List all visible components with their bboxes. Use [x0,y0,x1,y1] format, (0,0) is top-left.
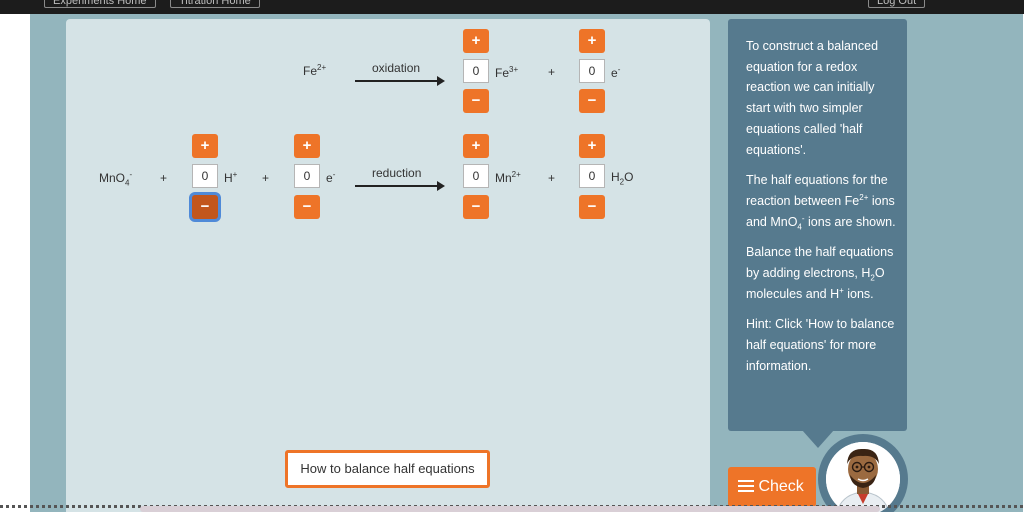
plus-sign: + [548,171,556,185]
mn-plus-button[interactable]: + [463,134,489,158]
mno4-reactant: MnO4- [99,170,133,188]
fe3-minus-button[interactable]: − [463,89,489,113]
mn2-product: Mn2+ [495,170,521,185]
speech-bubble-tail [802,430,834,448]
hint-text: Hint: Click 'How to balance half equatio… [746,317,895,373]
oxidation-arrow [355,76,445,86]
water-count: 0 [579,164,605,188]
fe3-count: 0 [463,59,489,83]
check-label: Check [758,478,804,495]
scientist-icon [826,442,900,512]
horizontal-scrollbar[interactable] [140,506,880,512]
plus-sign: + [548,65,556,79]
h-plus-button[interactable]: + [192,134,218,158]
task-text: Balance the half equations by adding ele… [746,245,894,301]
electron-ox-product: e- [611,65,621,80]
electron-red-minus-button[interactable]: − [294,195,320,219]
list-icon [738,480,754,492]
h-minus-button[interactable]: − [192,195,218,219]
check-button[interactable]: Check [728,467,816,507]
electron-ox-plus-button[interactable]: + [579,29,605,53]
water-minus-button[interactable]: − [579,195,605,219]
avatar-portrait [826,442,900,512]
water-plus-button[interactable]: + [579,134,605,158]
h-ion: H+ [224,170,238,185]
reduction-label: reduction [372,166,422,180]
plus-sign: + [160,171,168,185]
experiments-home-button[interactable]: Experiments Home [44,0,156,8]
intro-text: To construct a balanced equation for a r… [746,39,879,157]
electron-ox-count: 0 [579,59,605,83]
mn-minus-button[interactable]: − [463,195,489,219]
reduction-arrow [355,181,445,191]
half-equations-text: The half equations for the reaction betw… [746,173,896,232]
top-nav-bar: Experiments Home Titration Home Log Out [0,0,1024,14]
instructions-panel: To construct a balanced equation for a r… [728,19,907,431]
water-product: H2O [611,170,634,187]
electron-ox-minus-button[interactable]: − [579,89,605,113]
fe3-plus-button[interactable]: + [463,29,489,53]
electron-red-plus-button[interactable]: + [294,134,320,158]
h-count: 0 [192,164,218,188]
log-out-button[interactable]: Log Out [868,0,926,8]
titration-home-button[interactable]: Titration Home [170,0,260,8]
how-to-balance-button[interactable]: How to balance half equations [285,450,490,488]
fe2-reactant: Fe2+ [303,63,327,78]
equation-board [66,19,710,512]
mn-count: 0 [463,164,489,188]
fe3-product: Fe3+ [495,65,519,80]
electron-red-reactant: e- [326,170,336,185]
oxidation-label: oxidation [372,61,421,75]
electron-red-count: 0 [294,164,320,188]
plus-sign: + [262,171,270,185]
